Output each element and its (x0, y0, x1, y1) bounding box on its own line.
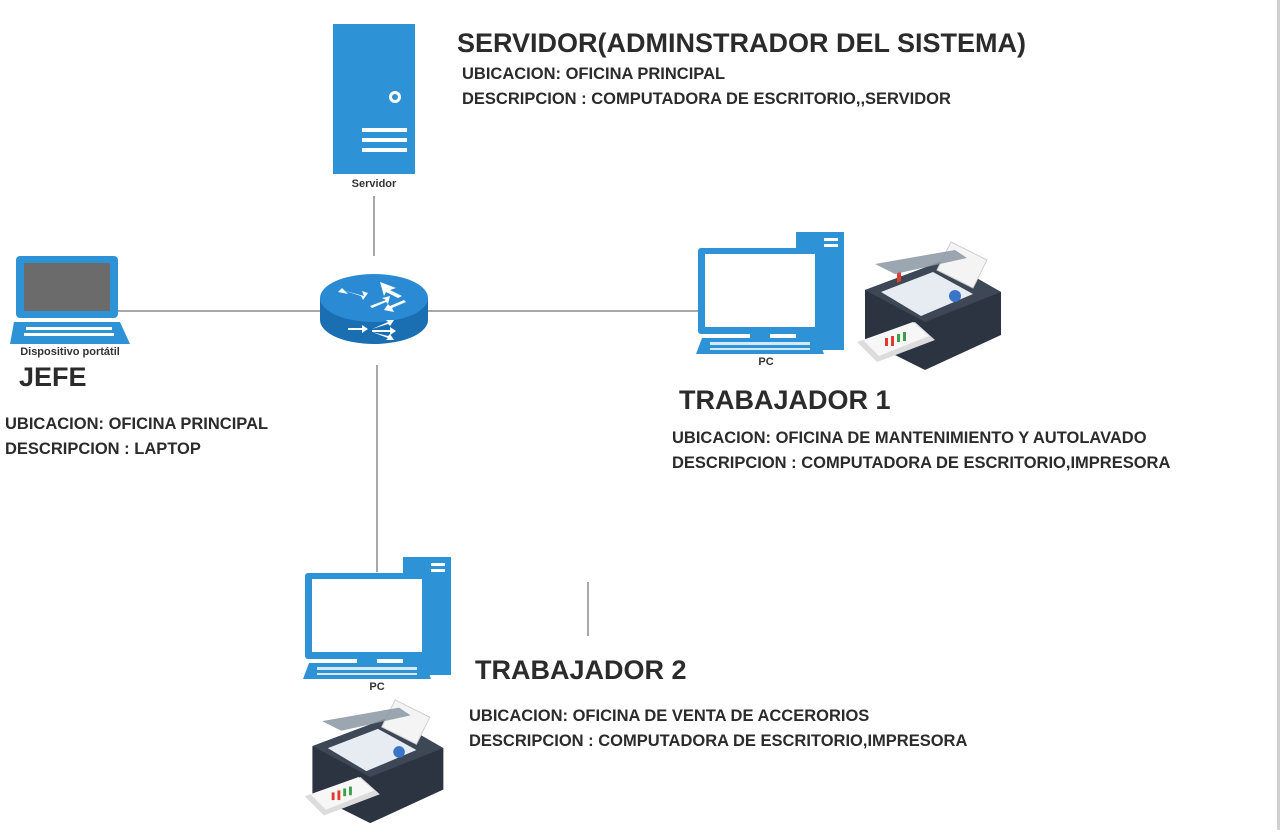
jefe-ubicacion: UBICACION: OFICINA PRINCIPAL (5, 415, 269, 433)
trabajador1-title: TRABAJADOR 1 (679, 385, 891, 415)
pc2-node: PC (303, 555, 453, 695)
printer-icon (857, 241, 1001, 370)
pc-icon (696, 232, 844, 354)
laptop-node: Dispositivo portátil (10, 254, 135, 364)
server-title: SERVIDOR(ADMINSTRADOR DEL SISTEMA) (457, 28, 1027, 58)
page-edge (1277, 0, 1280, 830)
printer1-node (855, 240, 1005, 375)
server-icon (333, 24, 415, 174)
printer2-node (300, 698, 450, 828)
router-node (318, 270, 430, 350)
router-icon (320, 274, 428, 344)
pc1-icon-label: PC (758, 356, 774, 368)
printer-icon (304, 699, 444, 824)
trabajador1-ubicacion: UBICACION: OFICINA DE MANTENIMIENTO Y AU… (672, 429, 1147, 447)
laptop-icon (10, 256, 130, 344)
trabajador2-title: TRABAJADOR 2 (475, 655, 687, 685)
laptop-icon-label: Dispositivo portátil (20, 346, 120, 358)
pc1-node: PC (696, 230, 846, 370)
pc2-icon-label: PC (369, 681, 385, 693)
jefe-descripcion: DESCRIPCION : LAPTOP (5, 440, 201, 458)
server-ubicacion: UBICACION: OFICINA PRINCIPAL (462, 65, 726, 83)
server-node: Servidor (333, 24, 415, 194)
trabajador2-descripcion: DESCRIPCION : COMPUTADORA DE ESCRITORIO,… (469, 732, 968, 750)
server-descripcion: DESCRIPCION : COMPUTADORA DE ESCRITORIO,… (462, 90, 951, 108)
trabajador1-descripcion: DESCRIPCION : COMPUTADORA DE ESCRITORIO,… (672, 454, 1171, 472)
server-icon-label: Servidor (351, 178, 397, 190)
trabajador2-ubicacion: UBICACION: OFICINA DE VENTA DE ACCERORIO… (469, 707, 870, 725)
jefe-title: JEFE (19, 362, 87, 392)
pc-icon (303, 557, 451, 679)
